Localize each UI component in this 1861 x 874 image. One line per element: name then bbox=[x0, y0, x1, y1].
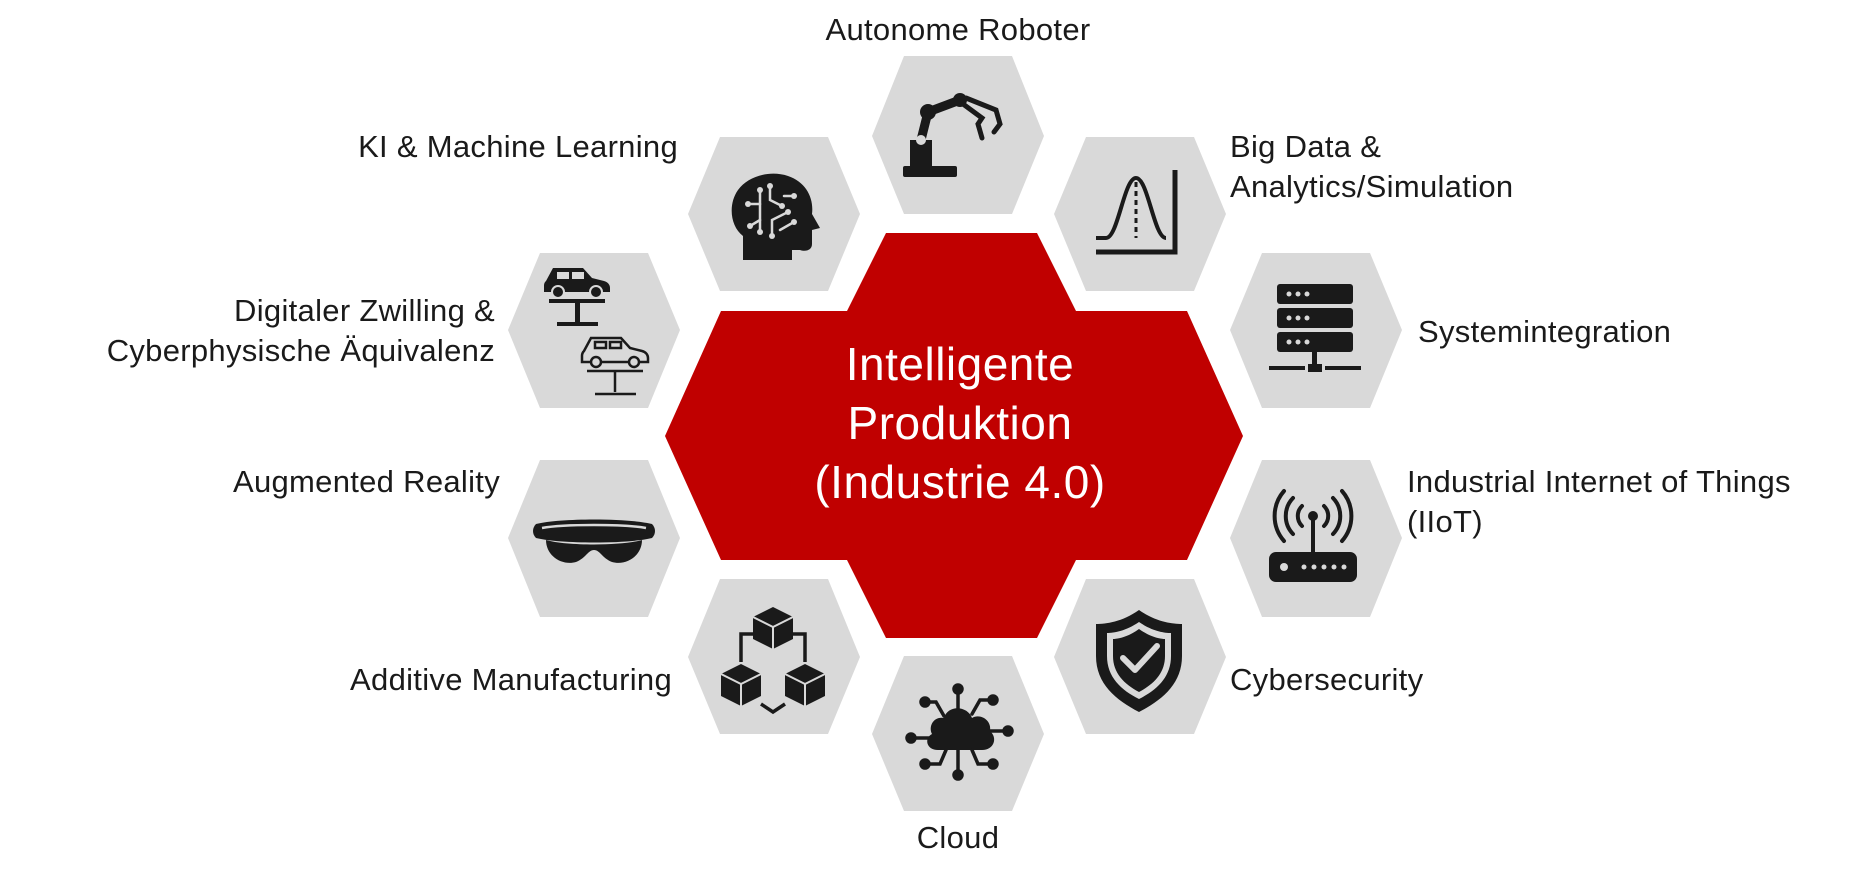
label-iiot: Industrial Internet of Things (IIoT) bbox=[1407, 462, 1791, 542]
node-hexagon-big-data bbox=[1054, 137, 1226, 291]
node-hexagon-systemintegration bbox=[1230, 253, 1402, 408]
node-hexagon-digitaler-zwilling bbox=[508, 253, 680, 408]
ar-headset-icon bbox=[533, 519, 655, 563]
label-cloud: Cloud bbox=[858, 818, 1058, 858]
node-hexagon-iiot bbox=[1230, 460, 1402, 617]
label-cybersecurity-line-1: Cybersecurity bbox=[1230, 662, 1424, 697]
center-title: Intelligente Produktion (Industrie 4.0) bbox=[760, 335, 1160, 512]
label-big-data: Big Data & Analytics/Simulation bbox=[1230, 127, 1513, 207]
label-autonome-roboter: Autonome Roboter bbox=[758, 10, 1158, 50]
label-big-data-line-1: Big Data & bbox=[1230, 129, 1382, 164]
node-hexagon-autonome-roboter bbox=[872, 56, 1044, 214]
label-iiot-line-2: (IIoT) bbox=[1407, 504, 1483, 539]
label-additive-manufacturing: Additive Manufacturing bbox=[170, 660, 672, 700]
label-systemintegration: Systemintegration bbox=[1418, 312, 1671, 352]
label-cloud-line-1: Cloud bbox=[916, 820, 1000, 855]
label-digitaler-zwilling-line-2: Cyberphysische Äquivalenz bbox=[106, 333, 495, 368]
label-systemintegration-line-1: Systemintegration bbox=[1418, 314, 1672, 349]
label-cybersecurity: Cybersecurity bbox=[1230, 660, 1423, 700]
cloud-network-icon bbox=[905, 683, 1014, 781]
label-ki-machine-learning: KI & Machine Learning bbox=[200, 127, 678, 167]
wifi-router-icon bbox=[1269, 489, 1357, 582]
label-iiot-line-1: Industrial Internet of Things bbox=[1407, 464, 1791, 499]
center-title-line-1: Intelligente bbox=[845, 338, 1075, 390]
center-title-line-2: Produktion bbox=[847, 397, 1073, 449]
shield-check-icon bbox=[1096, 610, 1182, 712]
robot-arm-icon bbox=[903, 93, 1003, 177]
center-hexagon bbox=[665, 233, 1243, 638]
bell-curve-chart-icon bbox=[1096, 170, 1178, 255]
label-augmented-reality-line-1: Augmented Reality bbox=[232, 464, 500, 499]
connected-cubes-icon bbox=[720, 607, 826, 715]
center-title-line-3: (Industrie 4.0) bbox=[814, 456, 1106, 508]
label-big-data-line-2: Analytics/Simulation bbox=[1230, 169, 1514, 204]
label-autonome-roboter-line-1: Autonome Roboter bbox=[825, 12, 1091, 47]
ai-head-icon bbox=[731, 173, 820, 260]
label-digitaler-zwilling: Digitaler Zwilling & Cyberphysische Äqui… bbox=[10, 291, 495, 371]
label-augmented-reality: Augmented Reality bbox=[100, 462, 500, 502]
car-lift-twin-icon bbox=[544, 268, 650, 396]
label-ki-machine-learning-line-1: KI & Machine Learning bbox=[358, 129, 678, 164]
label-digitaler-zwilling-line-1: Digitaler Zwilling & bbox=[234, 293, 495, 328]
label-additive-manufacturing-line-1: Additive Manufacturing bbox=[350, 662, 672, 697]
server-rack-icon bbox=[1269, 284, 1361, 372]
